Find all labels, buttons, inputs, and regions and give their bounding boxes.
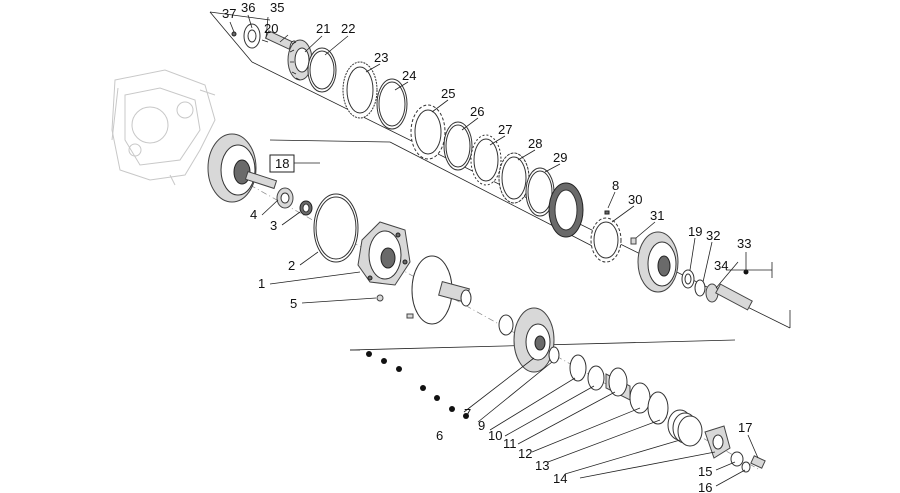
label-34: 34 <box>714 258 728 273</box>
label-33: 33 <box>737 236 751 251</box>
part-33-shaft <box>715 269 753 311</box>
label-36: 36 <box>241 0 255 15</box>
part-17-bolt <box>750 455 766 469</box>
label-6: 6 <box>436 428 443 443</box>
label-18: 18 <box>275 156 289 171</box>
part-31-pin <box>630 237 637 245</box>
label-4: 4 <box>250 207 257 222</box>
label-13: 13 <box>535 458 549 473</box>
label-2: 2 <box>288 258 295 273</box>
part-lower-rings <box>548 346 669 425</box>
part-28-plate <box>498 152 530 204</box>
part-4-bearing <box>276 187 294 209</box>
part-8-pin <box>604 210 610 215</box>
part-spring <box>667 409 703 447</box>
part-1-cover <box>357 221 411 286</box>
label-31: 31 <box>650 208 664 223</box>
label-21: 21 <box>316 21 330 36</box>
part-small-pin <box>406 313 414 319</box>
part-37-pin <box>231 31 237 37</box>
part-19-washer <box>681 269 695 289</box>
label-5: 5 <box>290 296 297 311</box>
label-1: 1 <box>258 276 265 291</box>
label-29: 29 <box>553 150 567 165</box>
label-16: 16 <box>698 480 712 493</box>
part-32-ring <box>694 279 706 297</box>
part-pulley-half <box>411 255 472 325</box>
part-27-disc <box>470 134 502 186</box>
label-14: 14 <box>553 471 567 486</box>
label-37: 37 <box>222 6 236 21</box>
part-23-plate <box>342 61 378 119</box>
part-3-ring <box>299 200 313 216</box>
part-35-pin <box>261 39 269 43</box>
part-friction-disc-dark <box>548 182 584 238</box>
part-29-ring <box>525 167 555 217</box>
part-number-labels: 37 36 35 20 21 22 23 24 25 26 27 28 29 8… <box>222 0 752 493</box>
label-20: 20 <box>264 21 278 36</box>
part-movable-pulley <box>498 307 555 373</box>
label-27: 27 <box>498 122 512 137</box>
part-clutch-housing <box>637 231 679 293</box>
label-19: 19 <box>688 224 702 239</box>
label-9: 9 <box>478 418 485 433</box>
part-5-screw <box>376 294 384 302</box>
leader-lines <box>229 14 773 487</box>
label-15: 15 <box>698 464 712 479</box>
label-23: 23 <box>374 50 388 65</box>
part-30-plate <box>590 217 622 263</box>
label-28: 28 <box>528 136 542 151</box>
label-17: 17 <box>738 420 752 435</box>
engine-casing-ghost <box>111 69 216 186</box>
label-22: 22 <box>341 21 355 36</box>
label-11: 11 <box>503 436 517 451</box>
label-32: 32 <box>706 228 720 243</box>
part-16-washer <box>741 461 751 473</box>
label-18-box <box>269 154 295 173</box>
label-24: 24 <box>402 68 416 83</box>
part-25-clutch-disc <box>410 104 446 160</box>
label-35: 35 <box>270 0 284 15</box>
part-2-o-ring <box>313 193 359 263</box>
part-cap <box>704 425 731 459</box>
part-15-washer <box>730 451 744 467</box>
label-25: 25 <box>441 86 455 101</box>
label-3: 3 <box>270 218 277 233</box>
label-26: 26 <box>470 104 484 119</box>
label-10: 10 <box>488 428 502 443</box>
label-8: 8 <box>612 178 619 193</box>
label-30: 30 <box>628 192 642 207</box>
part-22-o-ring <box>307 47 337 93</box>
label-7: 7 <box>464 406 471 421</box>
part-24-ring <box>376 78 408 130</box>
label-12: 12 <box>518 446 532 461</box>
part-36-washer <box>243 23 261 49</box>
part-26-ring <box>443 121 473 171</box>
lower-group-dots <box>366 351 469 419</box>
part-18-drum <box>207 133 278 203</box>
